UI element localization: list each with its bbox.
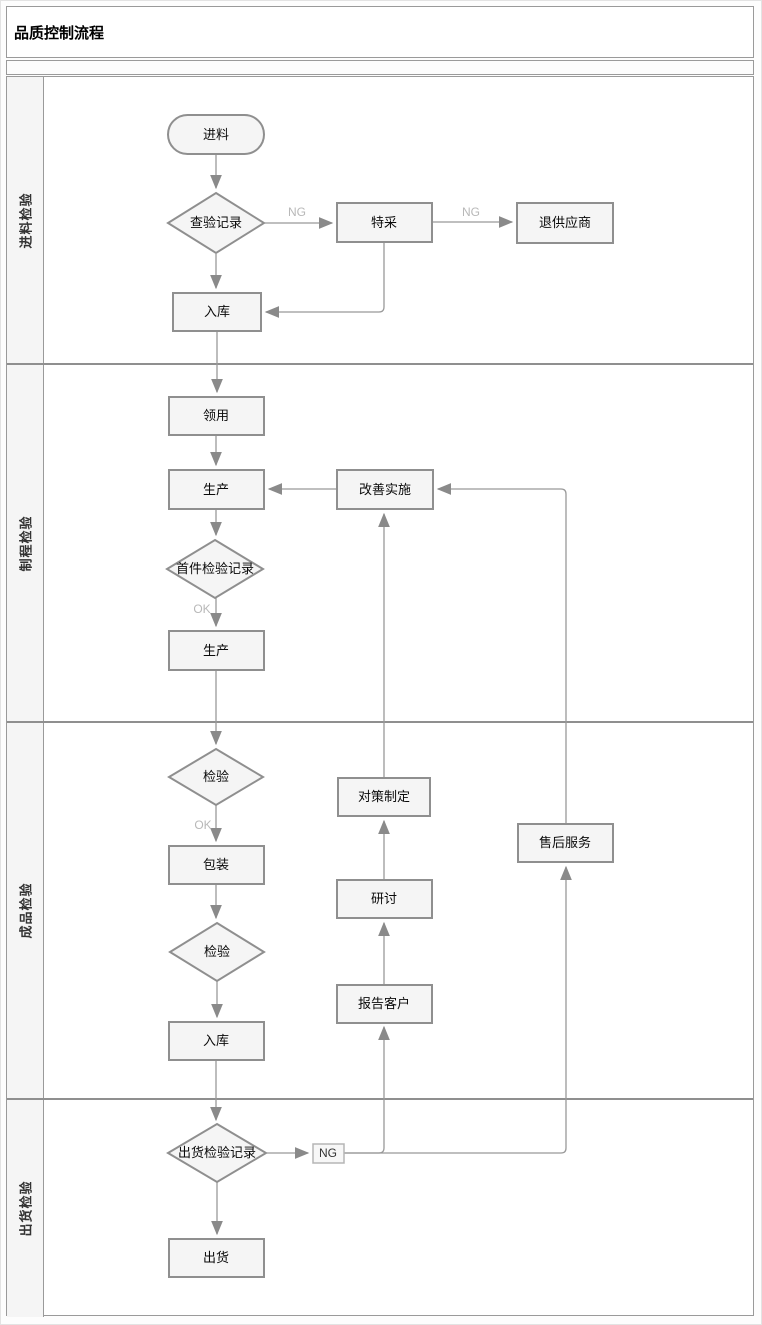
node-outgoing-check-record-label: 出货检验记录	[178, 1145, 256, 1160]
node-inspection-1[interactable]: 检验	[167, 747, 265, 807]
node-start-label: 进料	[203, 127, 229, 142]
node-after-sales[interactable]: 售后服务	[517, 823, 614, 863]
node-report-customer[interactable]: 报告客户	[336, 984, 433, 1024]
node-inspection-2-label: 检验	[204, 944, 230, 959]
title-bar: 品质控制流程	[6, 6, 754, 58]
lane-incoming-inspection: 进料检验	[7, 77, 753, 363]
node-discussion-label: 研讨	[371, 891, 397, 906]
lane-label-column: 成品检验	[7, 723, 44, 1098]
node-warehouse-in-2-label: 入库	[203, 1033, 229, 1048]
node-first-article-check-label: 首件检验记录	[176, 561, 254, 576]
node-shipping[interactable]: 出货	[168, 1238, 265, 1278]
node-production-1[interactable]: 生产	[168, 469, 265, 510]
node-check-record[interactable]: 查验记录	[166, 191, 266, 255]
edge-ng-to-aftersales	[344, 865, 572, 1154]
node-start[interactable]: 进料	[167, 114, 265, 155]
edge-special-to-warehouse1	[264, 243, 385, 318]
node-requisition[interactable]: 领用	[168, 396, 265, 436]
node-production-2-label: 生产	[203, 643, 229, 658]
lane-label-column: 制程检验	[7, 365, 44, 721]
node-ng-tag[interactable]: NG	[312, 1143, 345, 1164]
node-requisition-label: 领用	[203, 408, 229, 423]
node-warehouse-in-1-label: 入库	[204, 304, 230, 319]
node-special-acceptance[interactable]: 特采	[336, 202, 433, 243]
node-check-record-label: 查验记录	[190, 215, 242, 230]
node-return-supplier[interactable]: 退供应商	[516, 202, 614, 244]
lane-finished-inspection: 成品检验	[7, 721, 753, 1098]
lane-process-inspection: 制程检验	[7, 363, 753, 721]
node-packaging-label: 包装	[203, 857, 229, 872]
node-improvement-label: 改善实施	[359, 482, 411, 497]
edge-label-ng1: NG	[288, 205, 306, 219]
node-inspection-1-label: 检验	[203, 769, 229, 784]
edge-label-ok1: OK	[193, 602, 210, 616]
edge-label-ng2: NG	[462, 205, 480, 219]
swimlane-pool: 进料检验 制程检验 成品检验 出货检验	[6, 76, 754, 1317]
node-production-1-label: 生产	[203, 482, 229, 497]
node-shipping-label: 出货	[203, 1250, 229, 1265]
node-outgoing-check-record[interactable]: 出货检验记录	[166, 1122, 268, 1184]
node-countermeasure[interactable]: 对策制定	[337, 777, 431, 817]
lane-label-column: 进料检验	[7, 77, 44, 363]
node-discussion[interactable]: 研讨	[336, 879, 433, 919]
node-special-acceptance-label: 特采	[371, 215, 397, 230]
node-after-sales-label: 售后服务	[539, 835, 591, 850]
edge-label-ok2: OK	[194, 818, 211, 832]
page-title: 品质控制流程	[14, 24, 105, 42]
node-first-article-check[interactable]: 首件检验记录	[165, 538, 265, 600]
node-return-supplier-label: 退供应商	[539, 215, 591, 230]
node-report-customer-label: 报告客户	[358, 996, 410, 1011]
node-warehouse-in-1[interactable]: 入库	[172, 292, 262, 332]
header-strip	[6, 60, 754, 75]
node-inspection-2[interactable]: 检验	[168, 921, 266, 983]
node-improvement[interactable]: 改善实施	[336, 469, 434, 510]
node-countermeasure-label: 对策制定	[358, 789, 410, 804]
edge-ng-to-report	[344, 1025, 390, 1154]
edge-aftersales-to-improvement	[436, 483, 567, 824]
lane-label-column: 出货检验	[7, 1100, 44, 1317]
node-packaging[interactable]: 包装	[168, 845, 265, 885]
node-warehouse-in-2[interactable]: 入库	[168, 1021, 265, 1061]
lane-outgoing-inspection: 出货检验	[7, 1098, 753, 1317]
node-production-2[interactable]: 生产	[168, 630, 265, 671]
node-ng-tag-label: NG	[319, 1146, 337, 1160]
